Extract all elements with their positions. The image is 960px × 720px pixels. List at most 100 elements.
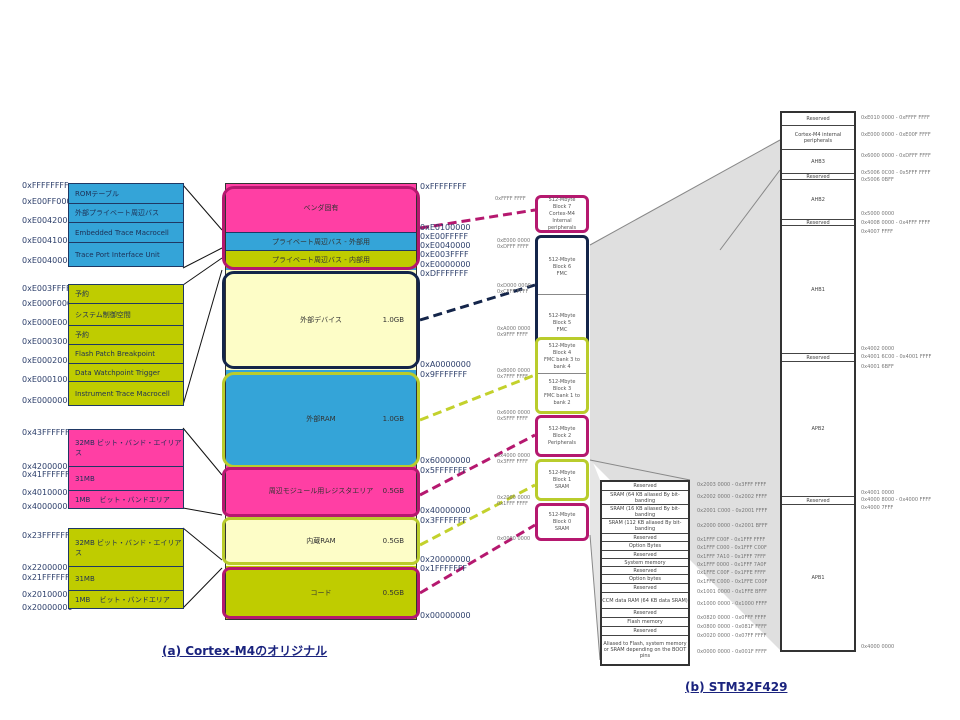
address-label: 0x42000000 bbox=[22, 462, 73, 471]
address-label: 0x9FFF FFFF bbox=[497, 332, 529, 338]
fan-left-1 bbox=[182, 184, 223, 231]
range-label: 0x4000 8000 - 0x4000 FFFF bbox=[861, 497, 932, 503]
address-label: 0x20100000 bbox=[22, 590, 73, 599]
block-text: 512-Mbyte bbox=[548, 196, 576, 203]
region-cell: Trace Port Interface Unit bbox=[69, 242, 183, 267]
range-label: 0x1001 0000 - 0x1FFE BFFF bbox=[697, 589, 768, 595]
region-label: コード bbox=[310, 588, 332, 597]
address-label: 0x40100000 bbox=[22, 488, 73, 497]
fan-line-top bbox=[589, 139, 781, 246]
address-label: 0xCFFF FFFF bbox=[497, 289, 529, 295]
range-label: 0x0800 0000 - 0x081F FFFF bbox=[697, 624, 767, 630]
block-text: FMC bank 3 to bbox=[544, 356, 580, 363]
code-area-row: SRAM (112 KB aliased By bit-banding bbox=[602, 518, 688, 533]
range-label: 0x1FFF C00F - 0x1FFF FFFF bbox=[697, 537, 766, 543]
range-label: 0x1FFF 7A10 - 0x1FFF 7FFF bbox=[697, 554, 766, 560]
dash-ext-device bbox=[419, 283, 536, 322]
address-label: 0xE0042000 bbox=[22, 216, 73, 225]
caption-stm32f429: (b) STM32F429 bbox=[685, 680, 788, 694]
periph-area-row: Reserved bbox=[806, 116, 830, 122]
region-label: プライベート周辺バス - 外部用 bbox=[272, 237, 370, 246]
block-text: Cortex-M4 bbox=[549, 210, 575, 217]
region-cell: 予約 bbox=[75, 290, 89, 298]
address-label: 0x00000000 bbox=[420, 611, 471, 620]
block-text: Peripherals bbox=[548, 439, 576, 446]
ppb-internal-table: 予約 システム制御空間 予約 Flash Patch Breakpoint Da… bbox=[68, 284, 184, 406]
address-label: 0xE00FFFFF bbox=[420, 232, 469, 241]
block-text: peripherals bbox=[547, 224, 577, 231]
range-label: 0x1FFF C000 - 0x1FFF C00F bbox=[697, 545, 767, 551]
address-label: 0xE0001000 bbox=[22, 375, 73, 384]
region-size: 1.0GB bbox=[382, 316, 404, 324]
range-label: 0x4001 0000 bbox=[861, 490, 895, 496]
periph-bitband-table: 32MB ビット・バンド・エイリアス 31MB 1MB ビット・バンドエリア bbox=[68, 429, 184, 509]
code-area-row: Reserved bbox=[602, 608, 688, 617]
address-label: 0xE0003000 bbox=[22, 337, 73, 346]
periph-area-row: Reserved bbox=[782, 173, 854, 180]
code-area-row: Reserved bbox=[602, 550, 688, 558]
code-area-row: CCM data RAM (64 KB data SRAM) bbox=[602, 592, 688, 608]
block-text: 512-Mbyte bbox=[548, 256, 576, 263]
range-label: 0x2002 0000 - 0x2002 FFFF bbox=[697, 494, 768, 500]
address-label: 0x23FFFFFF bbox=[22, 531, 70, 540]
fan-line-mid bbox=[719, 169, 781, 251]
address-label: 0x3FFF FFFF bbox=[497, 459, 529, 465]
address-label: 0x0000 0000 bbox=[497, 536, 531, 542]
range-label: 0x1FFE C000 - 0x1FFE C00F bbox=[697, 579, 768, 585]
region-cell: Flash Patch Breakpoint bbox=[69, 344, 183, 363]
range-label: 0x4000 7FFF bbox=[861, 505, 894, 511]
block-text: Block 7 bbox=[552, 203, 572, 210]
region-cell: 予約 bbox=[69, 325, 183, 344]
address-label: 0xE000F000 bbox=[22, 299, 73, 308]
dash-ext-ram bbox=[419, 373, 536, 422]
address-label: 0x41FFFFFF bbox=[22, 470, 70, 479]
address-label: 0xFFFF FFFF bbox=[495, 196, 526, 202]
region-label: 外部RAM bbox=[306, 415, 336, 423]
block-text: Block 2 bbox=[552, 432, 572, 439]
address-label: 0x20000000 bbox=[22, 603, 73, 612]
address-label: 0x43FFFFFF bbox=[22, 428, 70, 437]
address-label: 0xE00FF000 bbox=[22, 197, 72, 206]
address-label: 0x8000 0000 bbox=[497, 368, 531, 374]
periph-area-row: Reserved bbox=[782, 496, 854, 504]
region-cell: 31MB bbox=[69, 566, 183, 590]
range-label: 0x5006 0BFF bbox=[861, 177, 894, 183]
range-label: 0x4001 6C00 - 0x4001 FFFF bbox=[861, 354, 932, 360]
region-cell: 1MB ビット・バンドエリア bbox=[69, 490, 183, 509]
block-text: 512-Mbyte bbox=[548, 511, 576, 518]
address-label: 0x2000 0000 bbox=[497, 495, 531, 501]
address-label: 0x22000000 bbox=[22, 563, 73, 572]
range-label: 0x0000 0000 - 0x001F FFFF bbox=[697, 649, 767, 655]
caption-cortex-m4: (a) Cortex-M4のオリジナル bbox=[162, 644, 328, 658]
highlight-external-device bbox=[222, 271, 420, 369]
region-cell: 32MB ビット・バンド・エイリアス bbox=[75, 538, 182, 557]
code-area-row: Option Bytes bbox=[602, 541, 688, 550]
range-label: 0x2000 0000 - 0x2001 BFFF bbox=[697, 523, 768, 529]
range-label: 0x0020 0000 - 0x07FF FFFF bbox=[697, 633, 767, 639]
region-ppb-internal: プライベート周辺バス - 内部用 bbox=[226, 250, 416, 268]
address-label: 0xE003FFFF bbox=[22, 284, 71, 293]
fan-left-8 bbox=[182, 567, 223, 609]
address-label: 0xA0000000 bbox=[420, 360, 471, 369]
address-label: 0xE0000000 bbox=[22, 396, 73, 405]
code-area-row: Reserved bbox=[602, 533, 688, 541]
region-cell: 31MB bbox=[69, 466, 183, 490]
address-label: 0xA000 0000 bbox=[497, 326, 531, 332]
fan-left-7 bbox=[182, 527, 223, 561]
highlight-peripheral bbox=[222, 467, 420, 517]
address-label: 0x9FFFFFFF bbox=[420, 370, 468, 379]
code-area-row: Reserved bbox=[602, 626, 688, 635]
range-label: 0x1FFF 0000 - 0x1FFF 7A0F bbox=[697, 562, 767, 568]
code-area-table: Reserved SRAM (64 KB aliased By bit-band… bbox=[600, 480, 690, 666]
range-label: 0x1000 0000 - 0x1000 FFFF bbox=[697, 601, 768, 607]
fan-left-2 bbox=[182, 247, 223, 269]
region-label: 外部デバイス bbox=[300, 316, 342, 324]
code-area-row: Reserved bbox=[602, 583, 688, 592]
region-size: 1.0GB bbox=[382, 415, 404, 423]
